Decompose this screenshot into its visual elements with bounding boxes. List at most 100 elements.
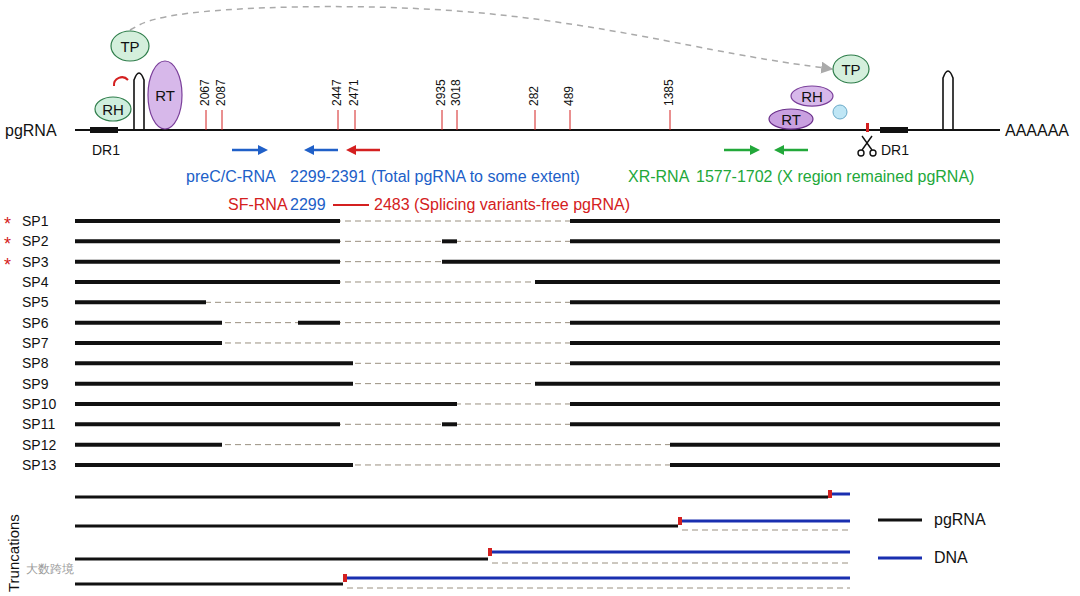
- protein-domain: RT: [147, 60, 183, 130]
- primer-range: 1577-1702 (X region remained pgRNA): [696, 168, 974, 186]
- position-number: 282: [528, 86, 542, 106]
- spliced-out-region: [75, 302, 1000, 303]
- position-tick: [222, 110, 223, 130]
- degraded-rna: [347, 588, 850, 589]
- primer-arc: [114, 77, 128, 86]
- primer-blob: [833, 105, 847, 119]
- spliced-out-region: [75, 403, 1000, 404]
- protein-domain: TP: [110, 30, 150, 62]
- primer-arrowhead: [774, 145, 784, 155]
- repeat-label: DR1: [92, 142, 120, 158]
- exon-segment: [75, 341, 222, 345]
- spliced-out-region: [75, 363, 1000, 364]
- spliced-out-region: [75, 281, 1000, 282]
- primer-range: 2299-2391 (Total pgRNA to some extent): [290, 168, 580, 186]
- truncated-pgrna: [75, 583, 343, 586]
- significance-star: *: [4, 254, 11, 275]
- variant-name: SP13: [22, 457, 56, 473]
- exon-segment: [570, 239, 1000, 243]
- exon-segment: [570, 321, 1000, 325]
- dna-strand: [680, 520, 850, 523]
- domain-label: RH: [102, 101, 124, 118]
- primer-mark: [828, 490, 832, 498]
- section-label: Truncations: [5, 514, 22, 592]
- molecule-label: pgRNA: [5, 122, 57, 140]
- polya-tail: AAAAAA: [1005, 122, 1069, 140]
- primer-range: 2299: [290, 196, 326, 214]
- spliced-out-region: [75, 464, 1000, 465]
- spliced-out-region: [75, 342, 1000, 343]
- position-number: 489: [563, 86, 577, 106]
- primer-arrow: [232, 149, 260, 152]
- spliced-out-region: [75, 221, 1000, 222]
- dr1-bar: [90, 127, 118, 133]
- translocation-arrow: [130, 7, 832, 69]
- protein-domain: RH: [790, 85, 834, 107]
- dna-strand: [345, 577, 850, 580]
- assay-name: SF-RNA: [228, 196, 288, 214]
- exon-segment: [75, 422, 340, 426]
- exon-segment: [535, 382, 1000, 386]
- protein-domain: TP: [832, 54, 870, 84]
- legend-label: pgRNA: [934, 511, 986, 529]
- range-line: [333, 204, 369, 206]
- exon-segment: [75, 321, 222, 325]
- dna-strand: [490, 551, 850, 554]
- exon-segment: [570, 422, 1000, 426]
- exon-segment: [442, 422, 457, 426]
- dna-strand: [830, 493, 850, 496]
- position-number: 3018: [450, 79, 464, 106]
- primer-arrowhead: [304, 145, 314, 155]
- exon-segment: [670, 443, 1000, 447]
- legend-label: DNA: [934, 549, 968, 567]
- exon-segment: [75, 443, 222, 447]
- exon-segment: [75, 219, 340, 223]
- truncated-pgrna: [75, 496, 828, 499]
- position-tick: [457, 110, 458, 130]
- primer-arrow: [312, 149, 338, 152]
- spliced-out-region: [75, 424, 1000, 425]
- position-tick: [206, 110, 207, 130]
- primer-arrowhead: [258, 145, 268, 155]
- watermark: 大数跨境: [26, 563, 74, 577]
- domain-label: TP: [841, 61, 860, 78]
- domain-label: TP: [120, 38, 139, 55]
- protein-domain: RH: [94, 96, 132, 122]
- spliced-out-region: [75, 322, 1000, 323]
- domain-label: RT: [155, 87, 175, 104]
- exon-segment: [442, 239, 457, 243]
- variant-name: SP10: [22, 396, 56, 412]
- variant-name: SP12: [22, 437, 56, 453]
- dr1-bar: [880, 127, 908, 133]
- exon-segment: [570, 219, 1000, 223]
- primer-arrowhead: [346, 145, 356, 155]
- position-tick: [570, 110, 571, 130]
- variant-name: SP11: [22, 416, 55, 432]
- position-tick: [355, 110, 356, 130]
- position-tick: [670, 110, 671, 130]
- spliced-out-region: [75, 241, 1000, 242]
- position-number: 2087: [215, 79, 229, 106]
- degraded-rna: [682, 530, 850, 531]
- variant-name: SP3: [22, 254, 48, 270]
- hairpin: [134, 73, 144, 130]
- primer-arrowhead: [750, 145, 760, 155]
- truncated-pgrna: [75, 558, 488, 561]
- pgrna-line: [75, 129, 1000, 131]
- exon-segment: [442, 260, 1000, 264]
- variant-name: SP2: [22, 233, 48, 249]
- exon-segment: [75, 280, 340, 284]
- truncated-pgrna: [75, 525, 678, 528]
- legend-sample: [878, 519, 922, 522]
- exon-segment: [535, 280, 1000, 284]
- exon-segment: [298, 321, 340, 325]
- variant-name: SP4: [22, 274, 48, 290]
- position-tick: [535, 110, 536, 130]
- position-tick: [338, 110, 339, 130]
- exon-segment: [75, 300, 206, 304]
- primer-range: 2483 (Splicing variants-free pgRNA): [374, 196, 630, 214]
- variant-name: SP8: [22, 355, 48, 371]
- variant-name: SP7: [22, 335, 48, 351]
- exon-segment: [75, 260, 340, 264]
- protein-domain: RT: [768, 108, 814, 130]
